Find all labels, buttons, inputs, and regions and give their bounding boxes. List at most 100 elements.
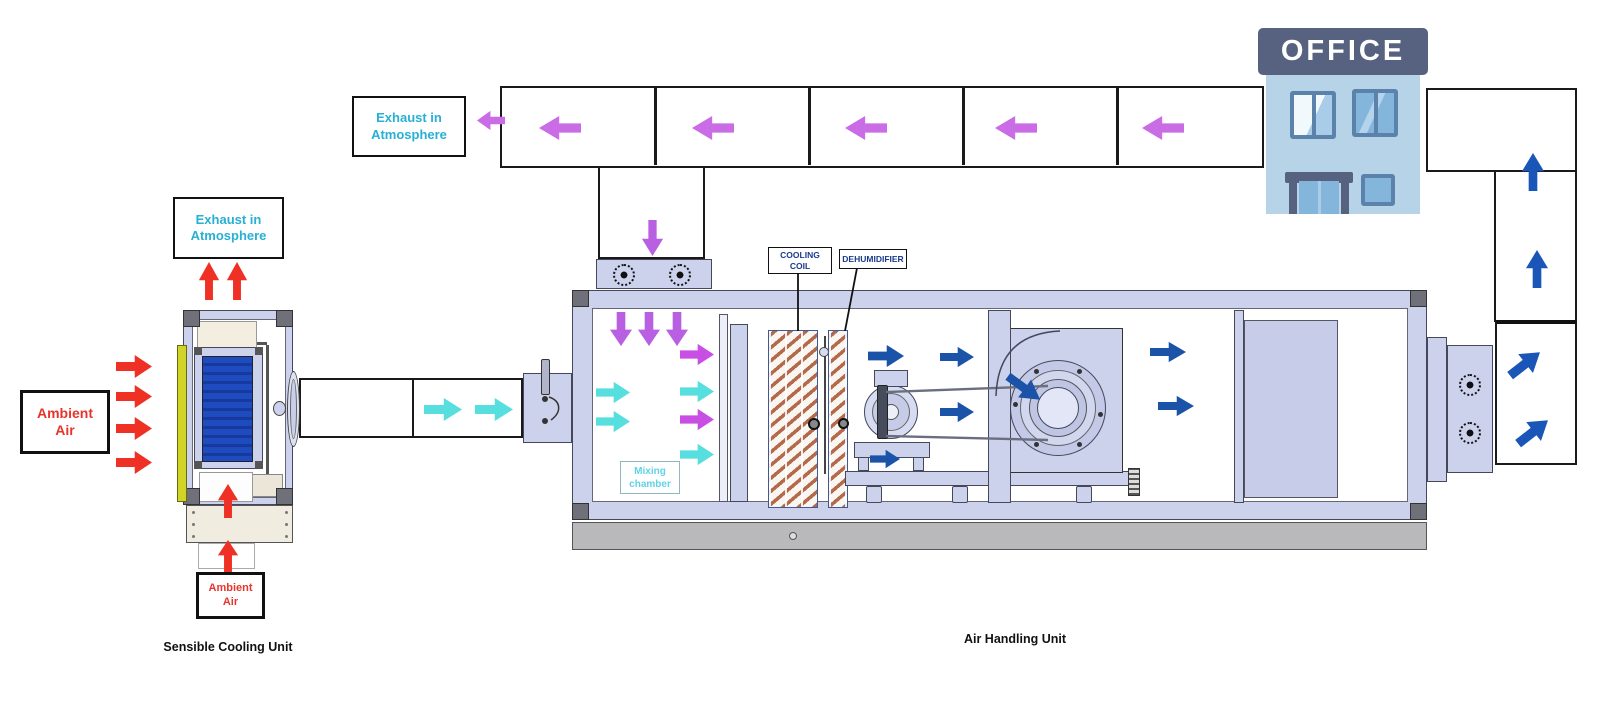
intake-louver-panel: [177, 345, 187, 502]
section-frame-column: [988, 310, 1011, 503]
motor-foot: [858, 457, 869, 471]
exhaust-top-label-line1: Exhaust in: [376, 110, 442, 126]
door-mullion: [1318, 181, 1321, 214]
exhaust-up-arrow-icon: [226, 262, 248, 300]
water-pipe: [266, 345, 269, 477]
exhaust-top-label-line2: Atmosphere: [371, 126, 447, 142]
office-window: [1290, 91, 1336, 139]
frame-corner: [276, 310, 293, 327]
dehumidifier-rod: [824, 336, 826, 474]
ahu-outlet-collar: [1427, 337, 1447, 482]
support-leg: [866, 486, 882, 503]
unit-base: [186, 505, 293, 543]
fan-bolt: [1077, 369, 1082, 374]
damper-wheel-icon: [613, 264, 635, 286]
rivet: [285, 535, 288, 538]
frame-corner: [1410, 290, 1427, 307]
fan-bolt: [1013, 402, 1018, 407]
fan-bolt: [1034, 442, 1039, 447]
office-door-post: [1289, 179, 1297, 214]
rivet: [285, 511, 288, 514]
air-handling-unit-label: Air Handling Unit: [963, 632, 1067, 646]
ambient-air-bottom-label-box: Ambient Air: [196, 572, 265, 619]
ambient-left-line2: Air: [55, 422, 75, 438]
exhaust-left-label-line2: Atmosphere: [190, 228, 267, 243]
dehumidifier-coil: [828, 330, 848, 508]
ambient-bottom-line2: Air: [222, 595, 239, 608]
sensible-cooling-unit-label: Sensible Cooling Unit: [163, 640, 293, 654]
motor-pulley: [877, 385, 888, 439]
ambient-bottom-line1: Ambient: [208, 581, 253, 594]
exhaust-up-arrow-icon: [198, 262, 220, 300]
ambient-inflow-arrow-icon: [116, 355, 152, 378]
office-door-post: [1341, 179, 1349, 214]
ahu-base-plinth: [572, 522, 1427, 550]
window-mullion: [1374, 93, 1378, 133]
cooling-coil-label-box: COOLING COIL: [768, 247, 832, 274]
plenum-box: [197, 321, 257, 350]
return-duct-run: [500, 86, 1264, 168]
section-frame-column: [1234, 310, 1244, 503]
coil-valve: [808, 418, 820, 430]
fan-bolt: [1098, 412, 1103, 417]
supply-riser-duct: [1494, 170, 1577, 322]
fan-inlet: [1037, 387, 1079, 429]
mixing-chamber-label-box: Mixing chamber: [620, 461, 680, 494]
damper-screw: [542, 396, 548, 402]
damper-wheel-icon: [1459, 374, 1481, 396]
supply-riser-lower-duct: [1495, 320, 1577, 465]
frame-corner: [572, 290, 589, 307]
rivet: [192, 511, 195, 514]
base-screw: [789, 532, 797, 540]
fan-bolt: [1077, 442, 1082, 447]
office-door: [1299, 181, 1339, 214]
partition-panel: [719, 314, 728, 502]
duct-joint: [808, 88, 811, 165]
exhaust-left-label-box: Exhaust in Atmosphere: [173, 197, 284, 259]
duct-joint: [412, 380, 414, 436]
duct-joint: [654, 88, 657, 165]
frame-corner: [194, 347, 202, 355]
ambient-air-left-label-box: Ambient Air: [20, 390, 110, 454]
office-window: [1352, 89, 1398, 137]
ambient-left-line1: Ambient: [37, 404, 93, 421]
floor-grille: [1128, 468, 1140, 496]
office-sign: OFFICE: [1258, 28, 1428, 75]
cooling-coil: [768, 330, 818, 508]
dehumidifier-valve: [838, 418, 849, 429]
outlet-damper: [1447, 345, 1493, 473]
dehumidifier-label-box: DEHUMIDIFIER: [839, 249, 907, 269]
office-sign-text: OFFICE: [1280, 35, 1406, 67]
office-window-small: [1361, 174, 1395, 206]
window-mullion: [1312, 95, 1316, 135]
duct-joint: [962, 88, 965, 165]
frame-corner: [255, 347, 263, 355]
frame-corner: [183, 310, 200, 327]
office-building: OFFICE: [1258, 28, 1428, 216]
filter-panel: [730, 324, 748, 502]
exhaust-left-label-line1: Exhaust in: [195, 211, 262, 227]
mixing-chamber-line2: chamber: [629, 478, 671, 490]
frame-corner: [255, 461, 263, 469]
rivet: [192, 535, 195, 538]
frame-corner: [1410, 503, 1427, 520]
exhaust-top-label-box: Exhaust in Atmosphere: [352, 96, 466, 157]
duct-joint: [1116, 88, 1119, 165]
mixing-chamber-line1: Mixing: [634, 465, 666, 477]
fan-bolt: [1034, 369, 1039, 374]
ambient-inflow-arrow-icon: [116, 417, 152, 440]
ambient-inflow-arrow-icon: [116, 451, 152, 474]
ahu-roof-damper: [596, 259, 712, 289]
damper-wheel-icon: [1459, 422, 1481, 444]
frame-corner: [276, 488, 293, 505]
damper-lever: [541, 359, 550, 395]
ambient-inflow-arrow-icon: [116, 385, 152, 408]
rivet: [285, 523, 288, 526]
outlet-flange-inner: [290, 379, 297, 439]
frame-corner: [194, 461, 202, 469]
damper-screw: [542, 418, 548, 424]
discharge-plenum-panel: [1244, 320, 1338, 498]
motor-foot: [913, 457, 924, 471]
damper-wheel-icon: [669, 264, 691, 286]
